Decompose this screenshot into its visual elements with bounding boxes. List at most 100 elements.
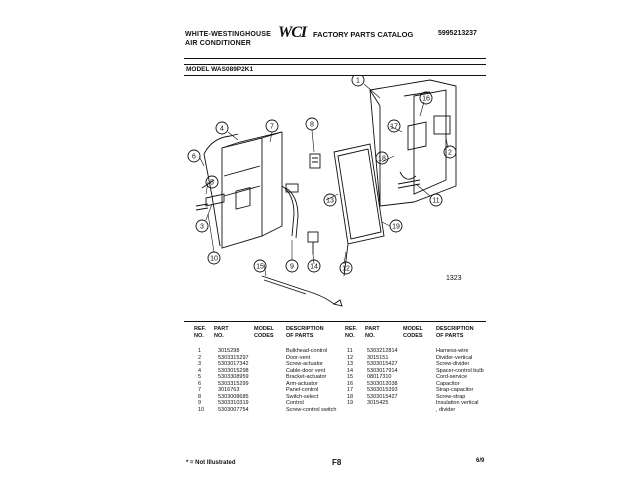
ref-cell: 12 [347, 354, 354, 361]
ref-cell: 9 [198, 400, 202, 406]
callout-6: 6 [192, 154, 196, 161]
callout-4: 4 [220, 126, 224, 133]
description-cell: Screw-actuator [286, 361, 323, 367]
callout-14: 14 [310, 264, 318, 271]
callout-circles [187, 76, 457, 275]
figure-code: 1323 [446, 275, 462, 282]
ref-header: REF. NO. [194, 326, 206, 339]
description-cell: Insulation vertical , divider [436, 400, 479, 413]
vertical-divider-drawing [333, 143, 385, 277]
exploded-parts-diagram: 1 2 3 4 5 6 7 8 9 10 11 12 13 14 15 16 1… [187, 76, 462, 307]
description-cell: Door-vent [286, 354, 311, 361]
part-cell: 5303308959 [218, 374, 249, 380]
callout-13: 13 [326, 198, 334, 205]
ref-cell: 18 [347, 393, 354, 400]
ref-cell: 17 [347, 387, 354, 393]
description-cell: Spacer-control bulb [436, 367, 484, 374]
ref-cell: 1 [198, 348, 202, 354]
part-cell: 5303008685 [218, 393, 249, 400]
callout-3: 3 [200, 224, 204, 231]
part-cell: 5303315299 [218, 380, 249, 387]
revision-date: 6/9 [476, 458, 485, 464]
ref-cell: 13 [347, 361, 354, 367]
description-cell: Bracket-actuator [286, 374, 327, 380]
brand-name: WHITE-WESTINGHOUSE [185, 31, 272, 38]
description-cell: Cable-door vent [286, 367, 326, 374]
callout-17: 17 [390, 124, 398, 131]
callout-8: 8 [310, 122, 314, 129]
wci-logo: WCI [278, 24, 307, 41]
control-panel-drawing [203, 131, 283, 249]
callout-9: 9 [290, 264, 294, 271]
not-illustrated-footnote: * = Not Illustrated [186, 460, 236, 466]
callout-2: 2 [448, 150, 452, 157]
ref-cell: 6 [198, 380, 202, 387]
description-cell: Strap-capacitor [436, 387, 474, 393]
callout-leaders [199, 83, 449, 277]
ref-header: REF. NO. [345, 326, 357, 339]
description-cell: Harness-wire [436, 348, 469, 354]
part-cell: 5303017914 [367, 367, 398, 374]
ref-cell: 7 [198, 387, 202, 393]
part-cell: 5303015298 [218, 367, 249, 374]
description-cell: Screw-strap [436, 393, 466, 400]
service-cord-drawing [261, 275, 343, 307]
table-rule [184, 321, 486, 322]
part-cell: 5303017342 [218, 361, 249, 367]
model-number: MODEL WAS089P2K1 [186, 66, 254, 73]
part-cell: 5303015427 [367, 361, 398, 367]
part-cell: 3015298 [218, 348, 240, 354]
header-rule [184, 58, 486, 59]
ref-cell: 4 [198, 367, 202, 374]
description-cell: Control [286, 400, 304, 406]
ref-cell: 15 [347, 374, 354, 380]
description-cell: Cord-service [436, 374, 468, 380]
callout-16: 16 [422, 96, 430, 103]
part-cell: 08017310 [367, 374, 392, 380]
callout-11: 11 [432, 198, 439, 205]
bulkhead-drawing [369, 79, 457, 207]
page-code: F8 [332, 458, 342, 467]
callout-1: 1 [356, 78, 360, 85]
ref-cell: 16 [347, 380, 354, 387]
ref-cell: 2 [198, 354, 202, 361]
part-cell: 5303012038 [367, 380, 398, 387]
part-header: PART NO. [214, 326, 229, 339]
part-cell: 5303315297 [218, 354, 249, 361]
model-codes-header: MODEL CODES [254, 326, 274, 339]
ref-cell: 19 [347, 400, 354, 406]
description-cell: Capacitor [436, 380, 460, 387]
description-cell: Screw-control switch [286, 406, 337, 413]
callout-12: 12 [342, 266, 350, 273]
catalog-number: 5995213237 [438, 30, 477, 37]
description-cell: Switch-select [286, 393, 319, 400]
ref-cell: 3 [198, 361, 202, 367]
description-header: DESCRIPTION OF PARTS [436, 326, 474, 339]
part-cell: 3015425 [367, 400, 389, 406]
part-cell: 5303015393 [367, 387, 398, 393]
brand-block: WHITE-WESTINGHOUSE AIR CONDITIONER [185, 30, 271, 48]
part-cell: 5303015427 [367, 393, 398, 400]
description-cell: Divider-vertical [436, 354, 473, 361]
description-cell: Panel-control [286, 387, 319, 393]
part-cell: 5303310319 [218, 400, 249, 406]
description-cell: Bulkhead-control [286, 348, 328, 354]
description-cell: Screw-divider [436, 361, 470, 367]
callout-18: 18 [378, 156, 386, 163]
part-cell: 3016763 [218, 387, 240, 393]
description-cell: Arm-actuator [286, 380, 318, 387]
part-cell: 3015151 [367, 354, 389, 361]
part-cell: 5303212814 [367, 348, 398, 354]
callout-19: 19 [392, 224, 400, 231]
ref-cell: 8 [198, 393, 202, 400]
model-rule-top [184, 64, 486, 65]
wire-harness-drawing [281, 153, 321, 254]
callout-5: 5 [210, 180, 214, 187]
product-type: AIR CONDITIONER [185, 40, 251, 47]
part-header: PART NO. [365, 326, 380, 339]
ref-cell: 10 [198, 406, 205, 413]
description-header: DESCRIPTION OF PARTS [286, 326, 324, 339]
part-cell: 5303007754 [218, 406, 249, 413]
ref-cell: 5 [198, 374, 202, 380]
